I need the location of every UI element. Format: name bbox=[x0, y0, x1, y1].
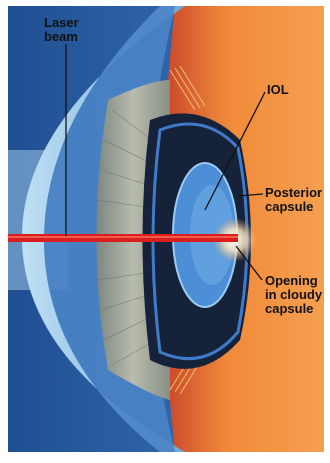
posterior-capsule-label-line1: Posterior bbox=[265, 186, 322, 200]
opening-label: Opening in cloudy capsule bbox=[265, 274, 322, 316]
posterior-capsule-label: Posterior capsule bbox=[265, 186, 322, 214]
opening-label-line1: Opening bbox=[265, 274, 322, 288]
laser-beam-label: Laser beam bbox=[44, 16, 79, 44]
opening-label-line3: capsule bbox=[265, 302, 322, 316]
opening-label-line2: in cloudy bbox=[265, 288, 322, 302]
posterior-capsule-label-line2: capsule bbox=[265, 200, 322, 214]
laser-beam-label-line1: Laser bbox=[44, 16, 79, 30]
laser-core bbox=[8, 236, 238, 238]
laser-beam-label-line2: beam bbox=[44, 30, 79, 44]
iol-label: IOL bbox=[267, 83, 289, 97]
